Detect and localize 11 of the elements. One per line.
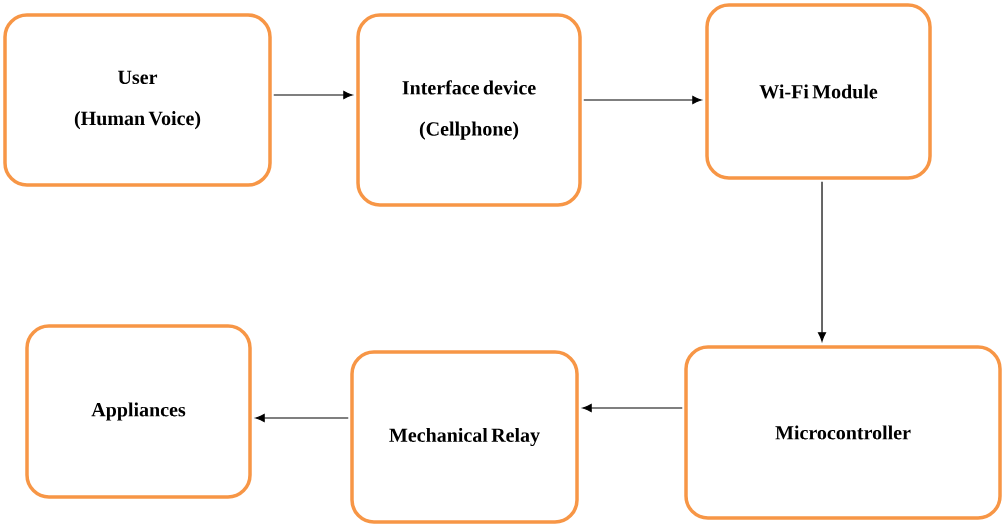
process-box: Wi-Fi Module: [705, 3, 932, 180]
process-box: Interface device (Cellphone): [356, 13, 582, 207]
arrow: [583, 96, 702, 104]
arrow: [582, 404, 683, 412]
arrow: [818, 181, 826, 342]
arrow: [273, 91, 353, 99]
process-box: Appliances: [25, 324, 252, 499]
arrow: [255, 414, 349, 422]
process-box: Microcontroller: [684, 345, 1002, 520]
process-box: User (Human Voice): [3, 13, 272, 187]
process-box: Mechanical Relay: [350, 350, 579, 524]
